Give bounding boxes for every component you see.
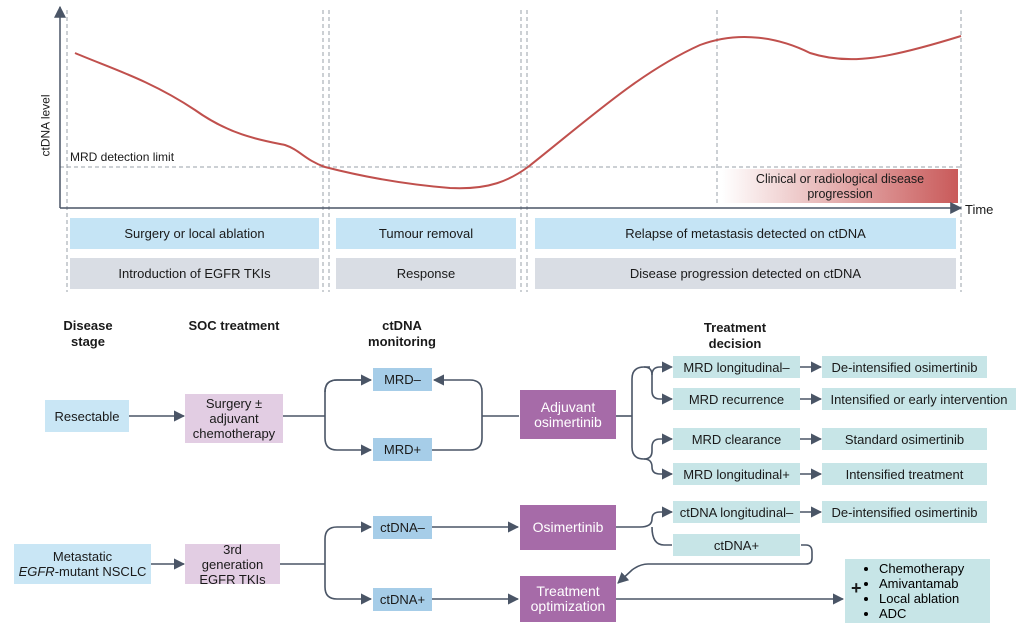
option-amivantamab: Amivantamab [879,576,964,591]
y-axis-label: ctDNA level [38,94,53,157]
soc-egfr-tkis-box: 3rd generation EGFR TKIs [185,542,280,587]
decision-mrd-longitudinal-neg: MRD longitudinal– [673,356,800,378]
stage-resectable: Resectable [45,400,129,432]
adjuvant-osimertinib-box: Adjuvant osimertinib [520,390,616,439]
action-intensified-treatment: Intensified treatment [822,463,987,485]
decision-mrd-clearance: MRD clearance [673,428,800,450]
option-local-ablation: Local ablation [879,591,964,606]
stage-metastatic-line2: EGFR-mutant NSCLC [19,564,147,579]
stage-metastatic-rest: -mutant NSCLC [54,564,147,579]
progression-gradient [722,169,958,203]
phase-band-relapse: Relapse of metastasis detected on ctDNA [535,218,956,249]
phase-band-surgery: Surgery or local ablation [70,218,319,249]
decision-ctdna-pos: ctDNA+ [673,534,800,556]
mrd-threshold-label: MRD detection limit [70,150,175,164]
action-standard-osimertinib: Standard osimertinib [822,428,987,450]
option-adc: ADC [879,606,964,621]
phase-band-tumour-removal: Tumour removal [336,218,516,249]
treatment-options-box: + Chemotherapy Amivantamab Local ablatio… [845,559,990,623]
header-treatment-decision: Treatment decision [703,320,767,351]
mrd-negative-box: MRD– [373,368,432,391]
stage-metastatic-line1: Metastatic [52,549,113,564]
mrd-positive-box: MRD+ [373,438,432,461]
plus-sign: + [851,578,862,598]
phase-band-egfr-tkis: Introduction of EGFR TKIs [70,258,319,289]
treatment-options-list: Chemotherapy Amivantamab Local ablation … [865,561,964,621]
decision-ctdna-longitudinal-neg: ctDNA longitudinal– [673,501,800,523]
osimertinib-box: Osimertinib [520,505,616,550]
phase-band-progression: Disease progression detected on ctDNA [535,258,956,289]
action-intensified-early: Intensified or early intervention [822,388,1016,410]
stage-metastatic: Metastatic EGFR-mutant NSCLC [14,544,151,584]
decision-mrd-recurrence: MRD recurrence [673,388,800,410]
treatment-optimization-box: Treatment optimization [520,576,616,622]
phase-separators [66,10,962,292]
header-ctdna-monitoring: ctDNA monitoring [368,318,436,349]
progression-label: Clinical or radiological disease progres… [755,172,925,201]
ctdna-curve [74,35,962,190]
action-deintensified-2: De-intensified osimertinib [822,501,987,523]
ctdna-negative-box: ctDNA– [373,516,432,539]
header-disease-stage: Disease stage [63,318,113,349]
ctdna-positive-box: ctDNA+ [373,588,432,611]
action-deintensified-1: De-intensified osimertinib [822,356,987,378]
flow-arrows-bottom [151,506,845,605]
egfr-italic: EGFR [18,564,55,579]
x-axis-label: Time [965,202,994,217]
header-soc-treatment: SOC treatment [188,318,280,333]
option-chemotherapy: Chemotherapy [879,561,964,576]
soc-surgery-box: Surgery ± adjuvant chemotherapy [185,394,283,443]
flow-arrows-top [129,361,823,480]
decision-mrd-longitudinal-pos: MRD longitudinal+ [673,463,800,485]
phase-band-response: Response [336,258,516,289]
